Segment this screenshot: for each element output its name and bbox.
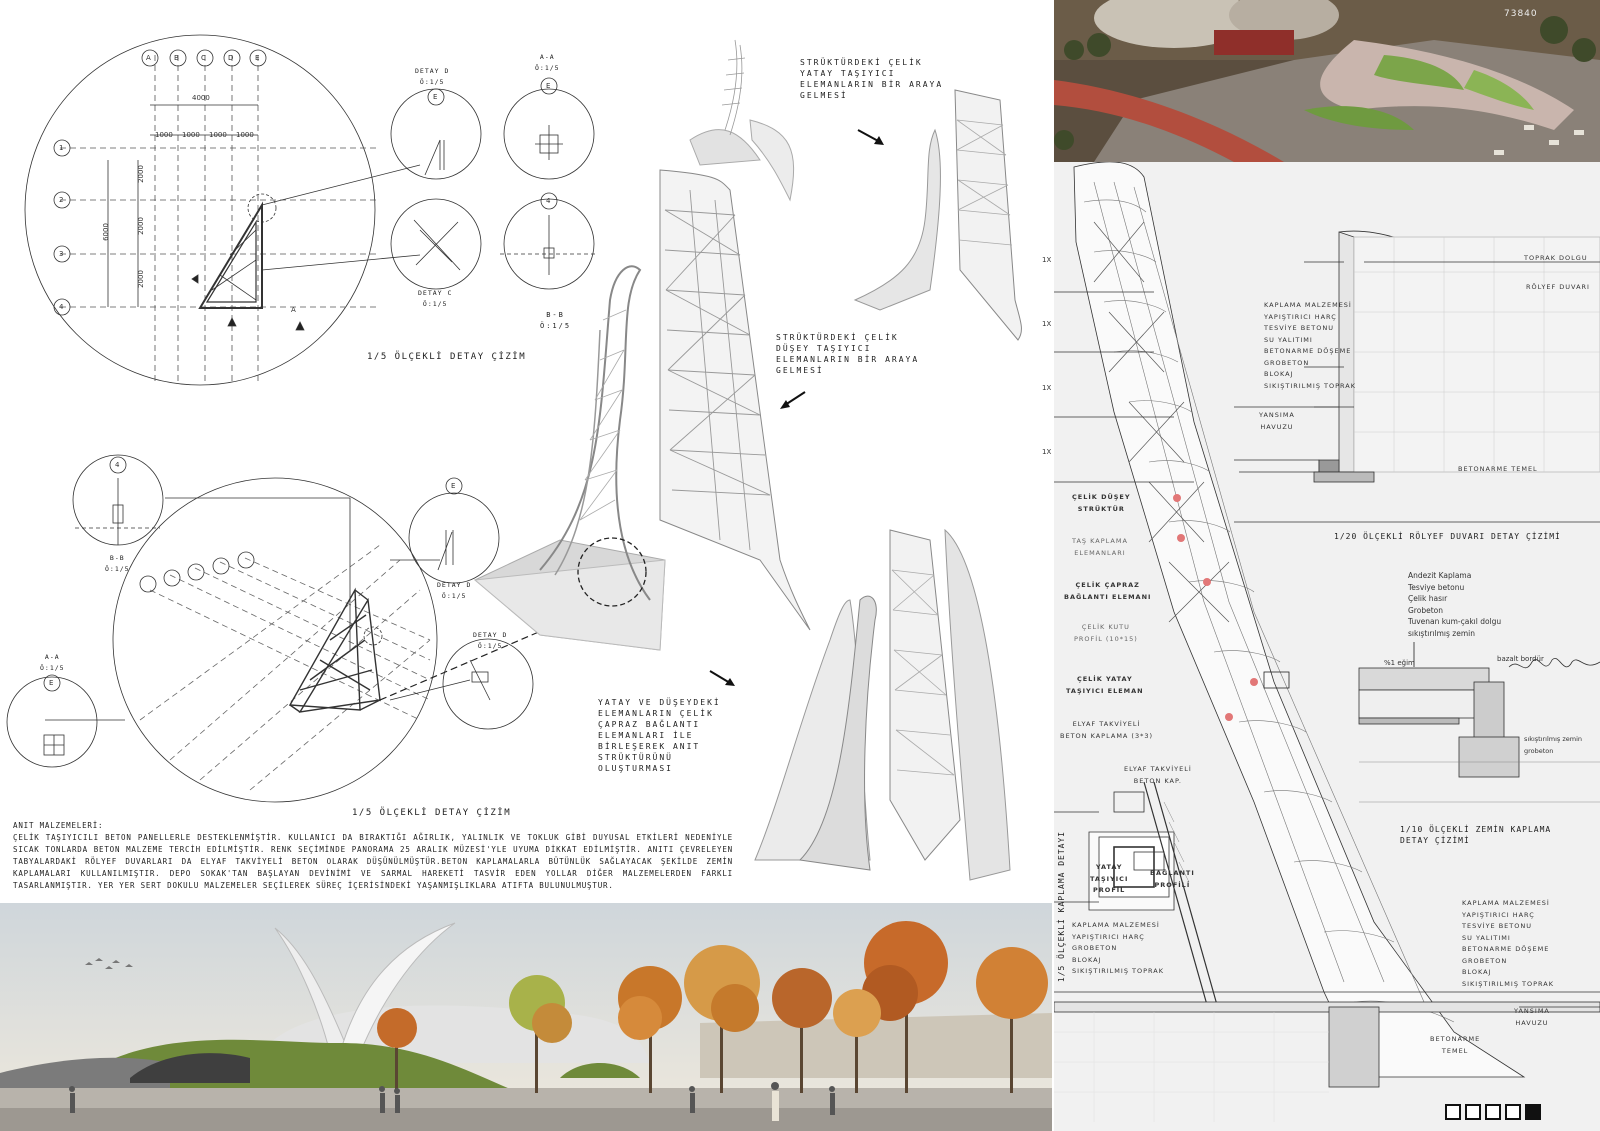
dim-1000-b: 1000 <box>182 131 200 139</box>
board-code: 73840 <box>1504 9 1538 19</box>
perspective-render <box>0 903 1052 1131</box>
pager-box-3 <box>1485 1104 1501 1120</box>
aa-top-label: A-A Ö:1/5 <box>535 53 560 72</box>
detay-d-mid-label: DETAY D Ö:1/5 <box>437 581 472 600</box>
dim-1000-d: 1000 <box>236 131 254 139</box>
slope-label: %1 eğim <box>1384 659 1415 667</box>
circle-label-4: 4 <box>546 197 551 205</box>
grid-number-1: 1 <box>59 144 64 152</box>
right-layer-list: KAPLAMA MALZEMESİ YAPIŞTIRICI HARÇ TESVİ… <box>1462 899 1554 988</box>
detail-caption-bottom: 1/5 ÖLÇEKLİ DETAY ÇİZİM <box>352 808 512 818</box>
arrow-glyphs <box>709 129 884 686</box>
horizontal-carrier-label: ÇELİK YATAY TAŞIYICI ELEMAN <box>1066 675 1144 695</box>
relief-layer-list: KAPLAMA MALZEMESİ YAPIŞTIRICI HARÇ TESVİ… <box>1264 301 1356 390</box>
rolyef-duvari-label: RÖLYEF DUVARI <box>1526 283 1590 291</box>
detail-circle-top <box>24 34 376 386</box>
tick-1x-a: 1X <box>1042 256 1052 264</box>
cladding-element-label: TAŞ KAPLAMA ELEMANLARI <box>1072 537 1128 557</box>
pager-box-1 <box>1445 1104 1461 1120</box>
dim-2000-a: 2000 <box>136 165 145 183</box>
box-profile-label: ÇELİK KUTU PROFİL (10*15) <box>1074 623 1138 643</box>
grid-letter-e: E <box>255 54 260 62</box>
detay-c-top-label: DETAY C Ö:1/5 <box>418 289 453 308</box>
aerial-photo: 73840 <box>1054 0 1600 162</box>
sculpture-main-render <box>473 169 811 651</box>
grid-number-3: 3 <box>59 250 64 258</box>
detail-caption-top: 1/5 ÖLÇEKLİ DETAY ÇİZİM <box>367 352 527 362</box>
cladding-detail-title: 1/5 ÖLÇEKLİ KAPLAMA DETAYI <box>1057 830 1067 983</box>
steel-vertical-struct-label: ÇELİK DÜŞEY STRÜKTÜR <box>1072 493 1131 513</box>
cross-connection-label: ÇELİK ÇAPRAZ BAĞLANTI ELEMANI <box>1064 581 1152 601</box>
horizontal-profile-label: YATAY TAŞIYICI PROFİL <box>1090 863 1129 894</box>
floor-detail-title: 1/10 ÖLÇEKLİ ZEMİN KAPLAMA DETAY ÇİZİMİ <box>1400 825 1552 845</box>
sculpture-small-renders <box>689 39 1022 881</box>
right-detail-panel: 1X 1X 1X 1X KAPLAMA MALZEMESİ YAPIŞTIRIC… <box>1042 162 1600 1131</box>
grid-letter-b: B <box>174 54 179 62</box>
toprak-dolgu-label: TOPRAK DOLGU <box>1524 254 1588 262</box>
yansima-havuzu-2-label: YANSIMA HAVUZU <box>1514 1007 1550 1027</box>
detay-d-top-label: DETAY D Ö:1/5 <box>415 67 450 86</box>
pager-box-4 <box>1505 1104 1521 1120</box>
grid-letter-a: A <box>146 54 151 62</box>
materials-title: ANIT MALZEMELERİ: <box>13 821 104 830</box>
tick-1x-b: 1X <box>1042 320 1052 328</box>
tick-1x-c: 1X <box>1042 384 1052 392</box>
circle-label-e3: E <box>451 482 456 490</box>
bottom-layer-list: KAPLAMA MALZEMESİ YAPIŞTIRICI HARÇ GROBE… <box>1072 921 1164 975</box>
steel-vertical-caption: STRÜKTÜRDEKİ ÇELİK DÜŞEY TAŞIYICI ELEMAN… <box>776 333 920 375</box>
bb-left-label: B-B Ö:1/5 <box>105 554 130 573</box>
dim-4000: 4000 <box>192 94 210 102</box>
relief-detail-title: 1/20 ÖLÇEKLİ RÖLYEF DUVARI DETAY ÇİZİMİ <box>1334 532 1561 541</box>
betonarme-temel-label: BETONARME TEMEL <box>1458 465 1538 473</box>
pager-box-2 <box>1465 1104 1481 1120</box>
pager-box-5-active <box>1525 1104 1541 1120</box>
materials-paragraph: ÇELİK TAŞIYICILI BETON PANELLERLE DESTEK… <box>13 833 733 890</box>
circle-label-e1: E <box>433 93 438 101</box>
betonarme-temel-2-label: BETONARME TEMEL <box>1430 1035 1481 1055</box>
connection-profile-label: BAĞLANTI PROFİLİ <box>1150 869 1195 889</box>
aa-left-label: A-A Ö:1/5 <box>40 653 65 672</box>
dim-2000-c: 2000 <box>136 270 145 288</box>
frc-short-label: ELYAF TAKVİYELİ BETON KAP. <box>1124 765 1192 785</box>
dim-1000-c: 1000 <box>209 131 227 139</box>
bazalt-bordur-label: bazalt bordür <box>1497 655 1544 663</box>
detay-d-low-label: DETAY D Ö:1/5 <box>473 631 508 650</box>
dim-1000-a: 1000 <box>155 131 173 139</box>
dim-6000: 6000 <box>101 223 110 241</box>
circle-label-e2: E <box>546 82 551 90</box>
tick-1x-d: 1X <box>1042 448 1052 456</box>
floor-bottom-label: sıkıştırılmış zemin grobeton <box>1524 735 1583 755</box>
bb-top-label: B-B Ö:1/5 <box>540 311 572 330</box>
circle-label-4b: 4 <box>115 461 120 469</box>
grid-number-4: 4 <box>59 303 64 311</box>
circle-label-e4: E <box>49 679 54 687</box>
steel-horizontal-caption: STRÜKTÜRDEKİ ÇELİK YATAY TAŞIYICI ELEMAN… <box>800 58 944 100</box>
section-mark-a: A <box>291 306 296 314</box>
grid-letter-c: C <box>201 54 206 62</box>
grid-number-2: 2 <box>59 196 64 204</box>
frc-cladding-label: ELYAF TAKVİYELİ BETON KAPLAMA (3*3) <box>1060 720 1154 740</box>
dim-2000-b: 2000 <box>136 217 145 235</box>
steel-cross-caption: YATAY VE DÜŞEYDEKİ ELEMANLARIN ÇELİK ÇAP… <box>598 698 721 773</box>
yansima-havuzu-label: YANSIMA HAVUZU <box>1259 411 1295 431</box>
technical-drawings-layer <box>6 34 1022 881</box>
board-pager <box>1445 1104 1541 1120</box>
grid-letter-d: D <box>228 54 234 62</box>
floor-layer-list: Andezit Kaplama Tesviye betonu Çelik has… <box>1408 571 1502 638</box>
